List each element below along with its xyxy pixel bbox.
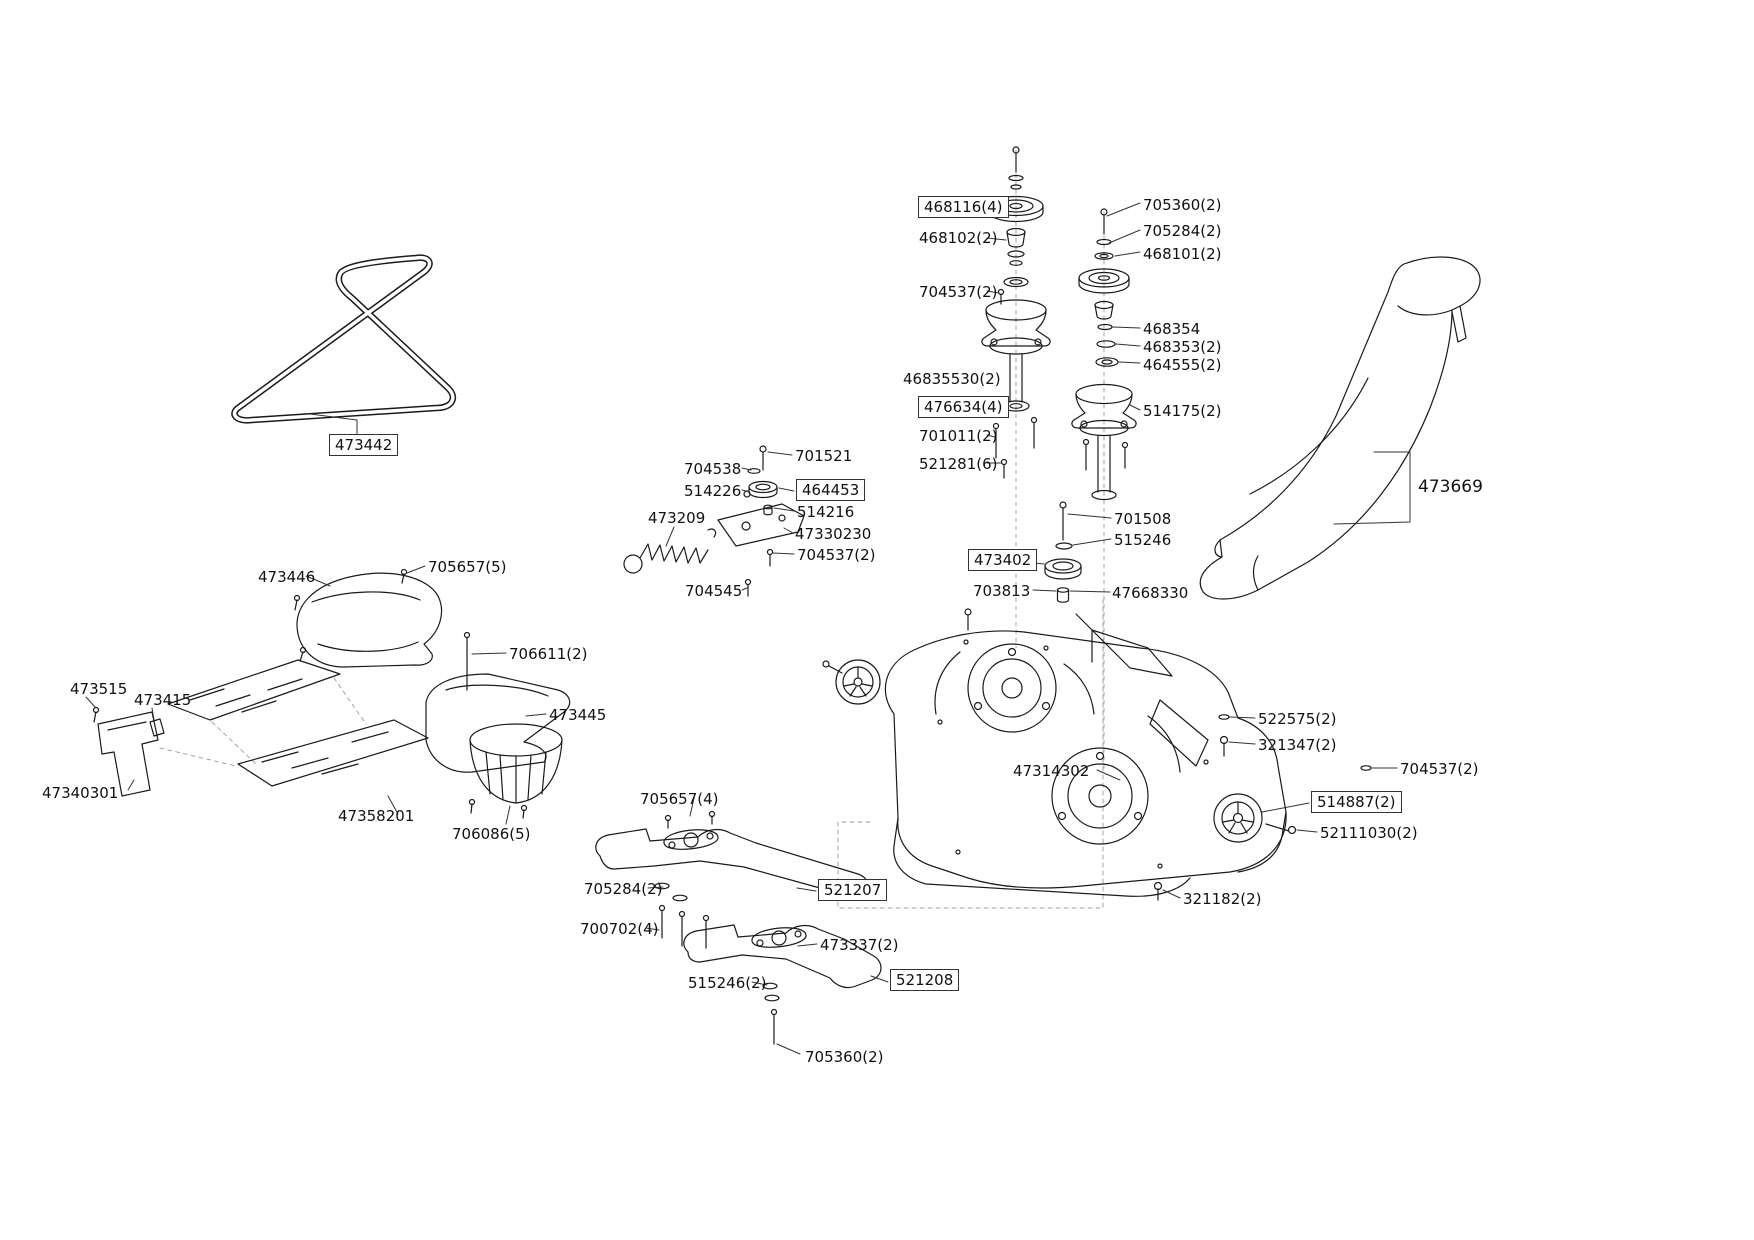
part-label-705360-b: 705360(2) [805, 1048, 884, 1066]
part-label-704537-a: 704537(2) [919, 283, 998, 301]
part-label-522575: 522575(2) [1258, 710, 1337, 728]
part-label-700702: 700702(4) [580, 920, 659, 938]
belt-cover [425, 631, 571, 819]
part-label-473209: 473209 [648, 509, 706, 527]
deck-hardware [1153, 714, 1372, 901]
part-label-321182: 321182(2) [1183, 890, 1262, 908]
part-label-521281: 521281(6) [919, 455, 998, 473]
part-label-468101: 468101(2) [1143, 245, 1222, 263]
part-label-705284-a: 705284(2) [1143, 222, 1222, 240]
part-label-464555: 464555(2) [1143, 356, 1222, 374]
lower-bearing-assembly [1044, 501, 1082, 603]
part-label-704537-c: 704537(2) [1400, 760, 1479, 778]
spindle-assembly-left [981, 146, 1051, 479]
construction-lines [159, 149, 1105, 909]
part-label-52111030: 52111030(2) [1320, 824, 1418, 842]
part-label-47314302: 47314302 [1013, 762, 1090, 780]
part-label-464453: 464453 [796, 479, 866, 501]
idler-assembly [717, 445, 805, 597]
part-label-473415: 473415 [134, 691, 192, 709]
part-label-46835530: 46835530(2) [903, 370, 1001, 388]
part-label-521207: 521207 [818, 879, 888, 901]
part-label-704537-b: 704537(2) [797, 546, 876, 564]
part-label-705360-a: 705360(2) [1143, 196, 1222, 214]
cover-pin [463, 631, 471, 639]
part-label-47668330: 47668330 [1112, 584, 1189, 602]
leader-lines [85, 202, 1411, 1055]
tension-spring [623, 528, 717, 574]
gauge-wheel-left [822, 659, 881, 705]
gauge-wheel-right [1213, 793, 1263, 843]
part-label-473402: 473402 [968, 549, 1038, 571]
part-label-705657-a: 705657(5) [428, 558, 507, 576]
part-label-701521: 701521 [795, 447, 853, 465]
part-label-473515: 473515 [70, 680, 128, 698]
spring-pin [149, 718, 165, 737]
part-label-705284-b: 705284(2) [584, 880, 663, 898]
part-label-473442: 473442 [329, 434, 399, 456]
part-label-514216: 514216 [797, 503, 855, 521]
discharge-chute [1199, 256, 1481, 600]
part-label-706086: 706086(5) [452, 825, 531, 843]
part-label-514175: 514175(2) [1143, 402, 1222, 420]
part-label-47358201: 47358201 [338, 807, 415, 825]
part-label-704545: 704545 [685, 582, 743, 600]
part-label-706611: 706611(2) [509, 645, 588, 663]
part-label-515246-b: 515246(2) [688, 974, 767, 992]
baffle-plates [92, 659, 429, 797]
drive-belt [231, 254, 457, 424]
part-label-473669: 473669 [1418, 477, 1483, 497]
mower-deck [822, 608, 1372, 901]
part-label-47340301: 47340301 [42, 784, 119, 802]
part-label-521208: 521208 [890, 969, 960, 991]
part-label-701508: 701508 [1114, 510, 1172, 528]
part-label-321347: 321347(2) [1258, 736, 1337, 754]
part-label-47330230: 47330230 [795, 525, 872, 543]
part-label-473445: 473445 [549, 706, 607, 724]
part-label-515246-a: 515246 [1114, 531, 1172, 549]
part-label-514887: 514887(2) [1311, 791, 1402, 813]
part-label-701011: 701011(2) [919, 427, 998, 445]
part-label-476634: 476634(4) [918, 396, 1009, 418]
part-label-468116: 468116(4) [918, 196, 1009, 218]
part-label-473446: 473446 [258, 568, 316, 586]
blade-lower [683, 924, 882, 1045]
part-label-703813: 703813 [973, 582, 1031, 600]
part-label-473337: 473337(2) [820, 936, 899, 954]
part-label-705657-b: 705657(4) [640, 790, 719, 808]
part-label-514226: 514226 [684, 482, 742, 500]
part-label-468102: 468102(2) [919, 229, 998, 247]
spindle-cover [293, 568, 443, 668]
spindle-assembly-right [1071, 208, 1137, 501]
part-label-468353: 468353(2) [1143, 338, 1222, 356]
part-label-468354: 468354 [1143, 320, 1201, 338]
part-label-704538: 704538 [684, 460, 742, 478]
